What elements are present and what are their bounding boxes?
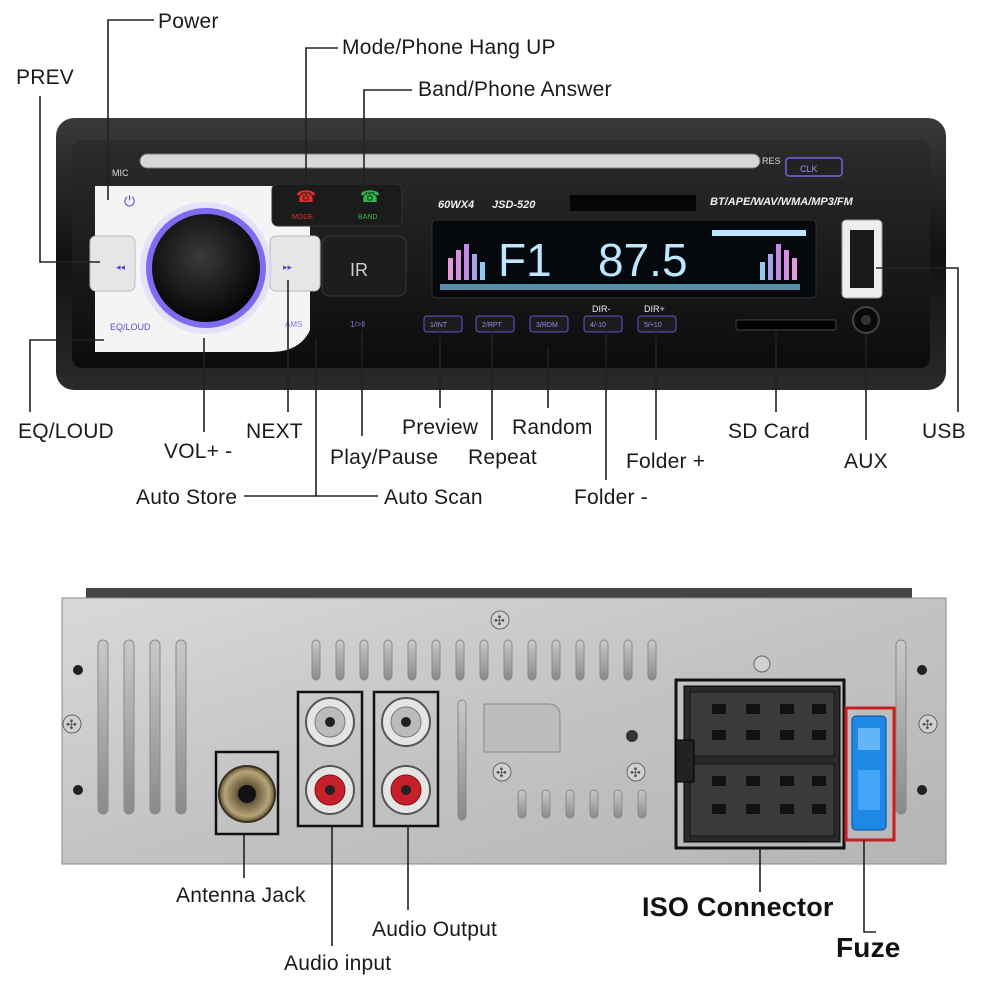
- front-leader-lines: [29, 19, 959, 497]
- rear-leader-lines: [243, 826, 876, 946]
- clk-text: CLK: [800, 164, 818, 174]
- btn1-text: 1/INT: [430, 322, 448, 329]
- label-folder-minus: Folder -: [574, 486, 648, 509]
- btn2-text: 2/RPT: [482, 322, 503, 329]
- play-text: 1/>ll: [350, 320, 365, 329]
- mic-text: MIC: [112, 168, 129, 178]
- model-text: JSD-520: [492, 199, 536, 211]
- svg-text:✣: ✣: [66, 717, 77, 732]
- label-auto-store: Auto Store: [136, 486, 238, 509]
- antenna-frame: [214, 750, 280, 836]
- label-audio-output: Audio Output: [372, 918, 497, 941]
- vents: [97, 639, 907, 821]
- res-text: RES: [762, 156, 781, 166]
- fuse-frame: [844, 706, 896, 842]
- answer-icon: ☎: [360, 189, 380, 206]
- lcd-display: [431, 219, 817, 299]
- volume-knob[interactable]: [152, 214, 260, 322]
- display-frequency: 87.5: [598, 234, 688, 286]
- display-band: F1: [498, 234, 552, 286]
- label-sd: SD Card: [728, 420, 810, 443]
- label-repeat: Repeat: [468, 446, 537, 469]
- mode-text: MODE: [292, 214, 313, 221]
- label-next: NEXT: [246, 420, 303, 443]
- svg-text:✣: ✣: [922, 717, 933, 732]
- dir-plus-text: DIR+: [644, 304, 665, 314]
- svg-text:✣: ✣: [496, 765, 507, 780]
- ir-text: IR: [350, 260, 368, 280]
- display-bars-right: [760, 244, 797, 280]
- label-fuze: Fuze: [836, 932, 901, 963]
- hangup-icon: ☎: [296, 189, 316, 206]
- label-usb: USB: [922, 420, 966, 443]
- audio-output-frame: [372, 690, 440, 828]
- sd-slot[interactable]: [735, 319, 837, 331]
- svg-text:✣: ✣: [630, 765, 641, 780]
- svg-text:▸▸: ▸▸: [283, 262, 293, 272]
- power-rating: 60WX4: [438, 199, 474, 211]
- band-text: BAND: [358, 214, 377, 221]
- rear-panel: ✣ ✣ ✣ ✣ ✣: [61, 588, 947, 865]
- label-vol: VOL+ -: [164, 440, 233, 463]
- btn4-text: 4/-10: [590, 322, 606, 329]
- label-random: Random: [512, 416, 593, 439]
- label-mode: Mode/Phone Hang UP: [342, 36, 556, 59]
- label-folder-plus: Folder +: [626, 450, 706, 473]
- audio-output-jacks[interactable]: [381, 697, 431, 815]
- label-auto-scan: Auto Scan: [384, 486, 483, 509]
- display-bars-left: [448, 244, 485, 280]
- label-band: Band/Phone Answer: [418, 78, 612, 101]
- dir-minus-text: DIR-: [592, 304, 611, 314]
- formats-text: BT/APE/WAV/WMA/MP3/FM: [710, 196, 854, 208]
- label-audio-input: Audio input: [284, 952, 392, 975]
- svg-text:✣: ✣: [494, 613, 505, 628]
- label-iso: ISO Connector: [642, 892, 834, 922]
- eq-text: EQ/LOUD: [110, 322, 151, 332]
- label-aux: AUX: [844, 450, 888, 473]
- label-antenna: Antenna Jack: [176, 884, 306, 907]
- label-play: Play/Pause: [330, 446, 439, 469]
- ams-text: AMS: [285, 320, 302, 329]
- audio-input-jacks[interactable]: [305, 697, 355, 815]
- power-icon[interactable]: ⏻: [124, 193, 135, 209]
- label-preview: Preview: [402, 416, 479, 439]
- iso-pins: [712, 704, 826, 814]
- preset-buttons[interactable]: [423, 315, 677, 333]
- svg-text:◂◂: ◂◂: [116, 262, 126, 272]
- btn5-text: 5/+10: [644, 322, 662, 329]
- audio-input-frame: [296, 690, 364, 828]
- label-eq: EQ/LOUD: [18, 420, 114, 443]
- front-panel: MIC RES CLK ◂◂ ▸▸ ⏻ EQ/LOUD ☎ MODE ☎ BAN…: [56, 118, 946, 390]
- btn3-text: 3/RDM: [536, 322, 558, 329]
- screws: ✣ ✣ ✣ ✣ ✣: [62, 610, 938, 795]
- label-prev: PREV: [16, 66, 74, 89]
- label-power: Power: [158, 10, 219, 33]
